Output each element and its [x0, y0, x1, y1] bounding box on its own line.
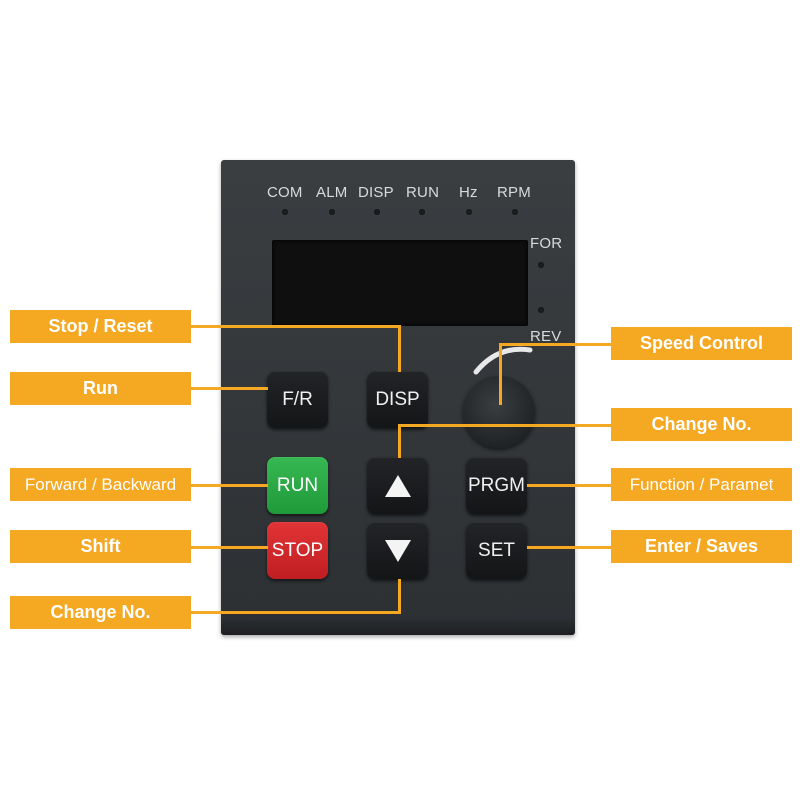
speed-control-leader — [499, 343, 611, 346]
down-arrow-icon — [384, 539, 411, 562]
indicator-disp-label: DISP — [358, 184, 394, 201]
run-button-label: RUN — [276, 474, 319, 496]
forward-backward-leader — [190, 484, 268, 487]
disp-led — [374, 209, 380, 215]
callout-change-no-right: Change No. — [611, 408, 792, 441]
callout-stop-reset: Stop / Reset — [10, 310, 191, 343]
callout-forward-backward: Forward / Backward — [10, 468, 191, 501]
indicator-rpm-label: RPM — [497, 184, 531, 201]
stop-reset-leader — [190, 325, 400, 328]
down-button[interactable] — [367, 522, 428, 579]
indicator-run-label: RUN — [406, 184, 440, 201]
change-no-right-leader — [398, 424, 611, 427]
callout-shift: Shift — [10, 530, 191, 563]
panel-bottom-edge — [221, 620, 575, 635]
fr-button-label: F/R — [282, 388, 313, 410]
run-button[interactable]: RUN — [267, 457, 328, 514]
stop-button-label: STOP — [271, 539, 324, 561]
set-button-label: SET — [478, 539, 515, 561]
stop-reset-leader-vertical — [398, 325, 401, 372]
shift-leader — [190, 546, 268, 549]
up-arrow-icon — [384, 474, 411, 497]
change-no-bottom-leader — [190, 611, 400, 614]
set-button[interactable]: SET — [466, 522, 527, 579]
indicator-hz-label: Hz — [459, 184, 478, 201]
callout-change-no-bottom: Change No. — [10, 596, 191, 629]
prgm-button[interactable]: PRGM — [466, 457, 527, 514]
change-no-bottom-leader-vertical — [398, 579, 401, 614]
callout-function-param: Function / Paramet — [611, 468, 792, 501]
speed-control-leader-vertical — [499, 343, 502, 405]
enter-saves-leader — [527, 546, 611, 549]
alm-led — [329, 209, 335, 215]
indicator-alm-label: ALM — [316, 184, 348, 201]
disp-button[interactable]: DISP — [367, 371, 428, 428]
function-param-leader — [527, 484, 611, 487]
rev-led — [538, 307, 544, 313]
callout-run: Run — [10, 372, 191, 405]
indicator-com-label: COM — [267, 184, 303, 201]
com-led — [282, 209, 288, 215]
hz-led — [466, 209, 472, 215]
for-led — [538, 262, 544, 268]
direction-for-label: FOR — [530, 235, 563, 252]
disp-button-label: DISP — [375, 388, 420, 410]
run-led — [419, 209, 425, 215]
stop-button[interactable]: STOP — [267, 522, 328, 579]
callout-speed-control: Speed Control — [611, 327, 792, 360]
rpm-led — [512, 209, 518, 215]
up-button[interactable] — [367, 457, 428, 514]
direction-rev-label: REV — [530, 328, 562, 345]
run-leader — [190, 387, 268, 390]
callout-enter-saves: Enter / Saves — [611, 530, 792, 563]
fr-button[interactable]: F/R — [267, 371, 328, 428]
prgm-button-label: PRGM — [468, 474, 525, 496]
led-display — [272, 240, 528, 326]
change-no-right-leader-vertical — [398, 424, 401, 458]
